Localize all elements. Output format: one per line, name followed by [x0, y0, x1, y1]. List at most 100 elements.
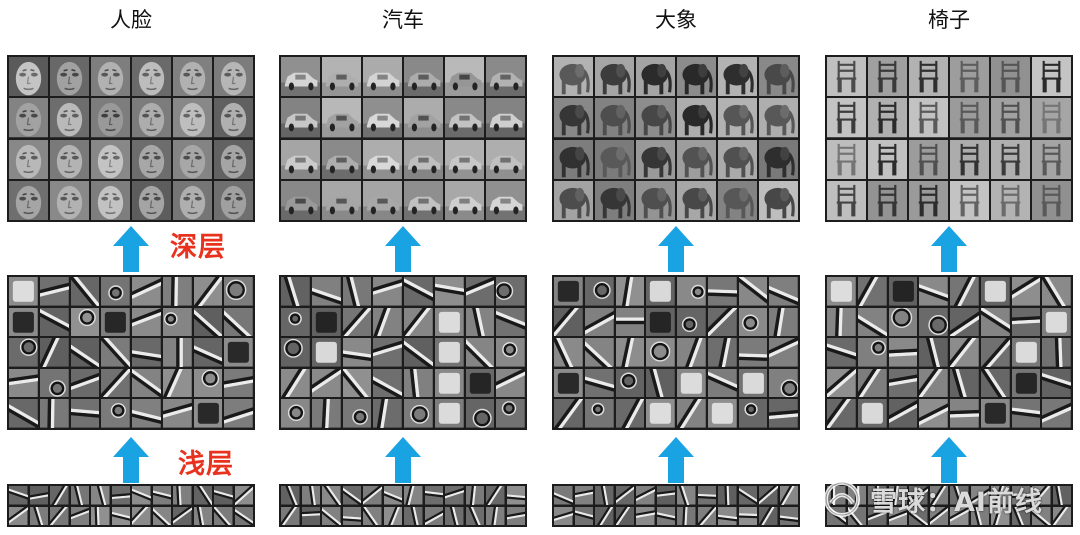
bottom-feature-tile [486, 506, 505, 525]
up-arrow-icon-shallow [385, 437, 421, 483]
top-feature-tile [50, 139, 89, 179]
bottom-feature-tile [342, 506, 361, 525]
middle-feature-tile [404, 368, 433, 398]
top-feature-tile [991, 180, 1030, 220]
middle-feature-tile [70, 368, 100, 398]
middle-feature-tile [615, 307, 645, 337]
top-feature-tile [677, 180, 716, 220]
top-feature-tile [281, 180, 320, 220]
middle-feature-tile [101, 277, 130, 306]
chair-middle-feature-grid [825, 275, 1073, 430]
deep-layer-label: 深层 [170, 232, 226, 263]
middle-feature-tile [224, 368, 253, 398]
top-feature-tile [9, 57, 48, 97]
top-feature-tile [486, 139, 525, 179]
middle-feature-tile [980, 399, 1010, 428]
middle-feature-tile [9, 338, 38, 367]
top-feature-tile [132, 57, 171, 97]
top-feature-tile [173, 139, 212, 179]
bottom-feature-tile [301, 486, 320, 505]
middle-feature-tile [584, 338, 614, 367]
top-feature-tile [718, 57, 757, 97]
middle-feature-tile [950, 277, 979, 306]
top-feature-tile [677, 139, 716, 179]
middle-feature-tile [677, 277, 706, 306]
top-feature-tile [636, 180, 675, 220]
middle-feature-tile [584, 399, 614, 428]
middle-feature-tile [465, 277, 495, 306]
top-feature-tile [173, 57, 212, 97]
middle-feature-tile [584, 307, 614, 337]
top-feature-tile [91, 57, 130, 97]
top-feature-tile [91, 98, 130, 138]
bottom-feature-tile [1052, 506, 1071, 525]
bottom-feature-tile [50, 506, 69, 525]
bottom-feature-tile [656, 506, 675, 525]
middle-feature-tile [281, 277, 310, 306]
middle-feature-tile [615, 368, 645, 398]
top-feature-tile [404, 98, 443, 138]
bottom-feature-tile [718, 506, 737, 525]
bottom-feature-tile [1052, 486, 1071, 505]
middle-feature-tile [9, 368, 38, 398]
bottom-feature-tile [91, 486, 110, 505]
top-feature-tile [50, 98, 89, 138]
middle-feature-tile [827, 399, 856, 428]
middle-feature-tile [738, 399, 768, 428]
middle-feature-tile [646, 277, 675, 306]
bottom-feature-tile [506, 506, 525, 525]
middle-feature-tile [919, 368, 948, 398]
middle-feature-tile [193, 399, 223, 428]
bottom-feature-tile [759, 506, 778, 525]
elephant-bottom-feature-grid [552, 484, 800, 527]
middle-feature-tile [888, 368, 918, 398]
middle-feature-tile [677, 368, 706, 398]
bottom-feature-tile [615, 506, 634, 525]
top-feature-tile [9, 98, 48, 138]
top-feature-tile [445, 180, 484, 220]
bottom-feature-tile [991, 486, 1010, 505]
car-bottom-feature-grid [279, 484, 527, 527]
bottom-feature-tile [70, 486, 89, 505]
up-arrow-icon-shallow [931, 437, 967, 483]
bottom-feature-tile [759, 486, 778, 505]
bottom-feature-tile [173, 486, 192, 505]
top-feature-tile [950, 98, 989, 138]
middle-feature-tile [857, 307, 887, 337]
middle-feature-tile [224, 338, 253, 367]
bottom-feature-tile [322, 486, 341, 505]
top-feature-tile [173, 98, 212, 138]
middle-feature-tile [9, 277, 38, 306]
middle-feature-tile [224, 277, 253, 306]
middle-feature-tile [404, 277, 433, 306]
middle-feature-tile [373, 338, 402, 367]
bottom-feature-tile [173, 506, 192, 525]
top-feature-tile [868, 139, 907, 179]
middle-feature-tile [980, 338, 1010, 367]
top-feature-tile [363, 139, 402, 179]
middle-feature-tile [615, 338, 645, 367]
elephant-top-feature-grid [552, 55, 800, 222]
bottom-feature-tile [363, 506, 382, 525]
middle-feature-tile [373, 368, 402, 398]
middle-feature-tile [9, 307, 38, 337]
middle-feature-tile [311, 338, 341, 367]
bottom-feature-tile [888, 486, 907, 505]
top-feature-tile [445, 139, 484, 179]
bottom-feature-tile [404, 486, 423, 505]
top-feature-tile [363, 57, 402, 97]
middle-feature-tile [554, 307, 583, 337]
bottom-feature-tile [404, 506, 423, 525]
bottom-feature-tile [424, 506, 443, 525]
middle-feature-tile [827, 338, 856, 367]
top-feature-tile [718, 98, 757, 138]
middle-feature-tile [465, 399, 495, 428]
bottom-feature-tile [152, 486, 171, 505]
middle-feature-tile [101, 399, 130, 428]
up-arrow-icon-shallow [658, 437, 694, 483]
bottom-feature-tile [234, 486, 253, 505]
top-feature-tile [214, 57, 253, 97]
top-feature-tile [595, 98, 634, 138]
top-feature-tile [868, 57, 907, 97]
bottom-feature-tile [132, 486, 151, 505]
